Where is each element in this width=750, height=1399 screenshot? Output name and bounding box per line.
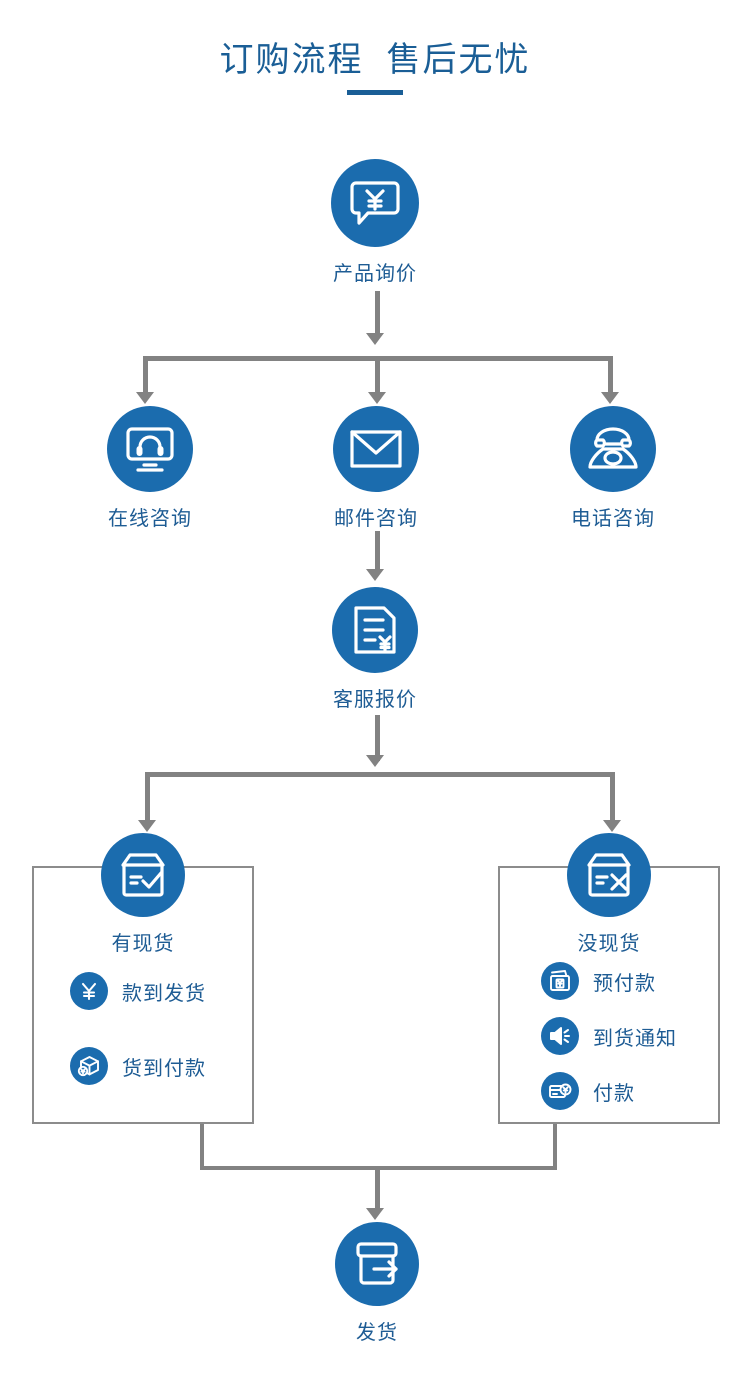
- sub-label-payment: 付款: [593, 1082, 635, 1105]
- arrow-email-to-quote: [366, 569, 384, 581]
- node-online-consult[interactable]: 在线咨询: [70, 406, 230, 531]
- arrow-split3-right: [601, 392, 619, 404]
- sub-label-cash-on-delivery: 货到付款: [122, 1057, 206, 1080]
- connector-merge-left-stub: [200, 1122, 204, 1170]
- sub-label-arrival-notice: 到货通知: [593, 1027, 677, 1050]
- title-underline-decoration: [347, 89, 403, 95]
- arrow-split3-mid: [368, 392, 386, 404]
- node-label-shipment: 发货: [356, 1322, 398, 1344]
- box-arrow-out-icon: [335, 1222, 419, 1306]
- package-yuan-icon: [70, 1047, 108, 1085]
- sub-label-prepayment: 预付款: [593, 972, 656, 995]
- connector-split3-right-drop: [608, 356, 613, 394]
- connector-split2-bar: [145, 772, 615, 777]
- node-shipment[interactable]: 发货: [317, 1222, 437, 1345]
- connector-split3-left-drop: [143, 356, 148, 394]
- node-label-out-of-stock: 没现货: [577, 933, 641, 955]
- sub-item-cash-on-delivery[interactable]: 货到付款: [70, 1047, 206, 1085]
- connector-merge-right-stub: [553, 1122, 557, 1170]
- connector-start-down: [375, 291, 380, 335]
- page-header: 订购流程 售后无忧: [0, 40, 750, 95]
- arrow-split3-left: [136, 392, 154, 404]
- page-title: 订购流程 售后无忧: [219, 41, 531, 79]
- node-email-consult[interactable]: 邮件咨询: [303, 406, 449, 531]
- arrow-split2-left: [138, 820, 156, 832]
- connector-email-to-quote: [375, 531, 380, 573]
- node-label-email-consult: 邮件咨询: [334, 508, 418, 530]
- node-in-stock[interactable]: 有现货: [83, 833, 203, 956]
- arrow-split2-right: [603, 820, 621, 832]
- speaker-notify-icon: [541, 1017, 579, 1055]
- connector-split2-left-drop: [145, 772, 150, 822]
- node-service-quote[interactable]: 客服报价: [295, 587, 455, 712]
- document-yuan-icon: [332, 587, 418, 673]
- box-cross-icon: [567, 833, 651, 917]
- node-label-online-consult: 在线咨询: [108, 508, 192, 530]
- node-phone-consult[interactable]: 电话咨询: [533, 406, 693, 531]
- sub-item-payment[interactable]: 付款: [541, 1072, 635, 1110]
- telephone-icon: [570, 406, 656, 492]
- node-label-service-quote: 客服报价: [333, 689, 417, 711]
- sub-item-arrival-notice[interactable]: 到货通知: [541, 1017, 677, 1055]
- node-out-of-stock[interactable]: 没现货: [549, 833, 669, 956]
- envelope-icon: [333, 406, 419, 492]
- box-check-icon: [101, 833, 185, 917]
- yuan-icon: [70, 972, 108, 1010]
- connector-split3-mid-drop: [375, 356, 380, 394]
- connector-split2-right-drop: [610, 772, 615, 822]
- connector-quote-down: [375, 715, 380, 761]
- monitor-headset-icon: [107, 406, 193, 492]
- wallet-yuan-icon: [541, 962, 579, 1000]
- connector-merge-down: [375, 1166, 380, 1212]
- node-label-in-stock: 有现货: [111, 933, 175, 955]
- node-product-inquiry[interactable]: 产品询价: [295, 159, 455, 286]
- node-label-product-inquiry: 产品询价: [333, 263, 417, 285]
- node-label-phone-consult: 电话咨询: [571, 508, 655, 530]
- card-yuan-icon: [541, 1072, 579, 1110]
- arrow-merge-down: [366, 1208, 384, 1220]
- sub-item-prepayment[interactable]: 预付款: [541, 962, 656, 1000]
- speech-bubble-yuan-icon: [331, 159, 419, 247]
- sub-item-pay-then-ship[interactable]: 款到发货: [70, 972, 206, 1010]
- arrow-quote-down: [366, 755, 384, 767]
- arrow-start-down: [366, 333, 384, 345]
- sub-label-pay-then-ship: 款到发货: [122, 982, 206, 1005]
